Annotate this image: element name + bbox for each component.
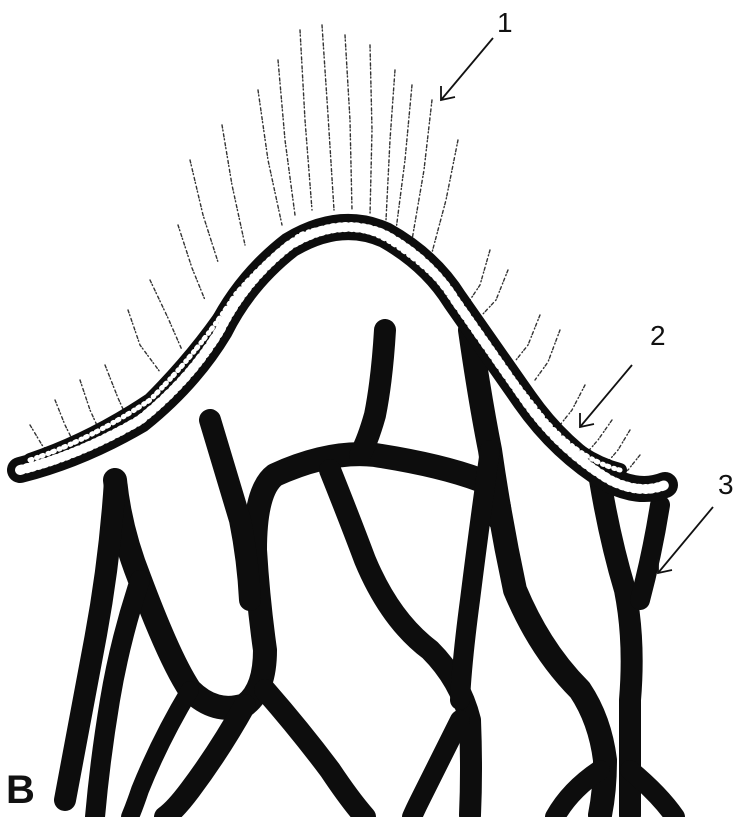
panel-letter: B — [6, 768, 35, 812]
label-1: 1 — [497, 7, 513, 38]
label-2: 2 — [650, 320, 666, 351]
label-3: 3 — [718, 469, 734, 500]
